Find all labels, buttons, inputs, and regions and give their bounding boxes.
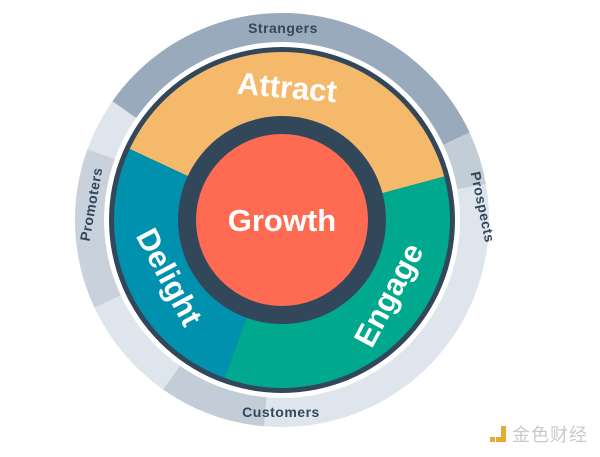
growth-circle bbox=[196, 134, 368, 306]
strangers-segment bbox=[112, 13, 470, 145]
strangers-label: Strangers bbox=[248, 20, 318, 36]
outer-ring bbox=[74, 12, 489, 427]
watermark: 金色财经 bbox=[490, 421, 588, 447]
delight-sector bbox=[114, 149, 248, 378]
growth-label: Growth bbox=[228, 203, 337, 238]
watermark-text: 金色财经 bbox=[512, 425, 588, 446]
customers-label: Customers bbox=[242, 404, 320, 420]
engage-sector bbox=[224, 176, 451, 388]
attract-label: Attract bbox=[236, 66, 339, 110]
customers-segment bbox=[163, 365, 267, 427]
prospects-segment bbox=[443, 132, 486, 190]
watermark-logo-icon bbox=[490, 426, 506, 442]
promoters-segment bbox=[74, 149, 121, 308]
